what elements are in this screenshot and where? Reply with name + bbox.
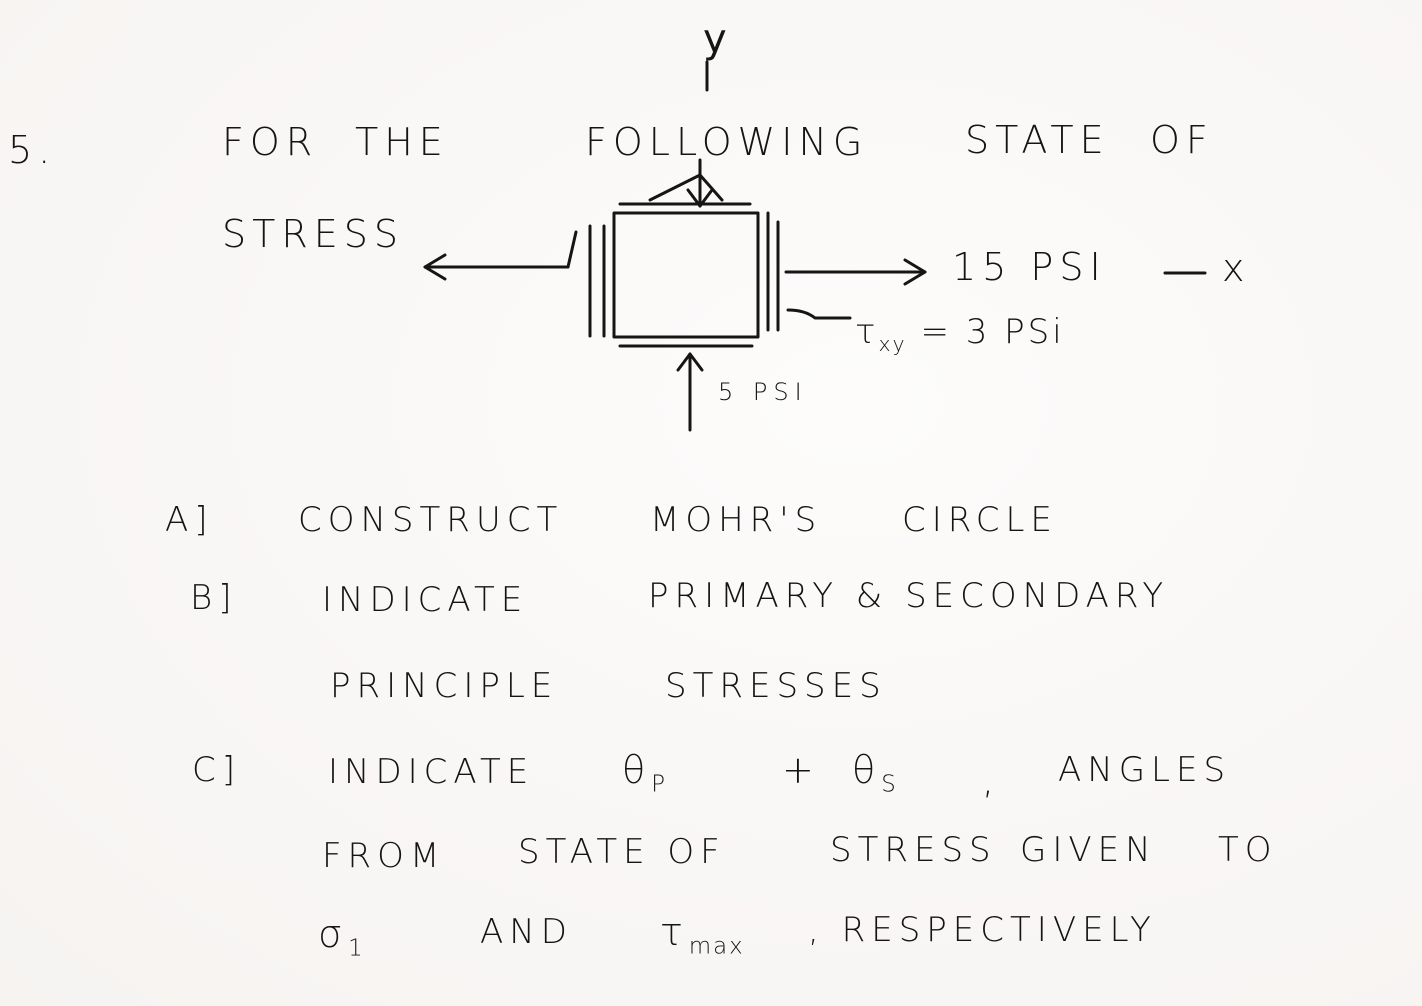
- header-word-for: FOR: [222, 120, 319, 164]
- part-b-primary-secondary: PRIMARY & SECONDARY: [648, 576, 1170, 616]
- tau-symbol: τ: [855, 312, 879, 352]
- part-a-word-construct: CONSTRUCT: [298, 500, 564, 540]
- part-b-word-principle: PRINCIPLE: [330, 666, 559, 706]
- tau-max-subscript: max: [688, 933, 745, 960]
- part-c-word-from: FROM: [322, 836, 446, 876]
- part-b-word-indicate: INDICATE: [322, 580, 529, 620]
- part-c-word-and: AND: [480, 912, 573, 952]
- stress-element-square: [612, 211, 760, 339]
- comma: ,: [982, 758, 1001, 802]
- part-c-word-stress: STRESS: [830, 830, 997, 870]
- part-c-word-given: GIVEN: [1020, 830, 1157, 870]
- theta-s-subscript: S: [881, 771, 898, 798]
- problem-number: 5.: [8, 128, 57, 172]
- theta-s-symbol: θ: [852, 748, 882, 792]
- part-c-word-angles: ANGLES: [1058, 750, 1232, 790]
- shear-leader-line: [786, 308, 852, 320]
- theta-s-label: θS: [852, 748, 898, 798]
- tau-xy-label: τxy = 3 PSi: [855, 312, 1065, 356]
- sigma-1-label: σ1: [318, 912, 365, 962]
- sigma-y-label: 5 PSI: [718, 378, 808, 406]
- header-word-following: FOLLOWING: [585, 120, 869, 164]
- theta-p-subscript: P: [651, 771, 667, 798]
- sigma-1-symbol: σ: [318, 912, 349, 956]
- part-c-word-to: TO: [1218, 830, 1278, 870]
- y-axis-label: y: [703, 16, 727, 62]
- top-arrow-head: [686, 188, 714, 208]
- part-c-marker: C]: [192, 750, 242, 790]
- right-arrow-head: [903, 258, 927, 286]
- part-a-word-mohrs: MOHR'S: [650, 500, 823, 540]
- left-arrow-head: [423, 253, 447, 281]
- part-b-word-stresses: STRESSES: [665, 666, 887, 706]
- header-word-of: OF: [1150, 118, 1214, 162]
- part-c-word-state-of: STATE OF: [518, 832, 726, 872]
- part-c-word-indicate: INDICATE: [328, 752, 535, 792]
- part-c-word-respectively: , RESPECTIVELY: [808, 910, 1157, 950]
- tau-value: = 3 PSi: [920, 312, 1065, 352]
- theta-p-symbol: θ: [622, 748, 652, 792]
- header-word-state: STATE: [965, 118, 1110, 162]
- top-arrow-shear: [648, 173, 724, 202]
- sigma-1-subscript: 1: [348, 935, 365, 962]
- left-arrow-tail: [566, 230, 578, 269]
- header-word-stress: STRESS: [222, 212, 404, 256]
- x-axis-label: x: [1222, 246, 1251, 290]
- header-word-the: THE: [355, 120, 449, 164]
- part-a-word-circle: CIRCLE: [902, 500, 1058, 540]
- part-b-marker: B]: [190, 578, 238, 618]
- tau-max-label: τmax: [660, 910, 745, 960]
- theta-p-label: θP: [622, 748, 667, 798]
- tau-max-symbol: τ: [660, 910, 689, 954]
- bottom-arrow-head: [676, 352, 704, 372]
- part-a-marker: A]: [165, 500, 214, 540]
- tau-subscript: xy: [878, 331, 907, 356]
- sigma-x-label: 15 PSI: [952, 245, 1107, 289]
- plus-sign: +: [782, 748, 820, 792]
